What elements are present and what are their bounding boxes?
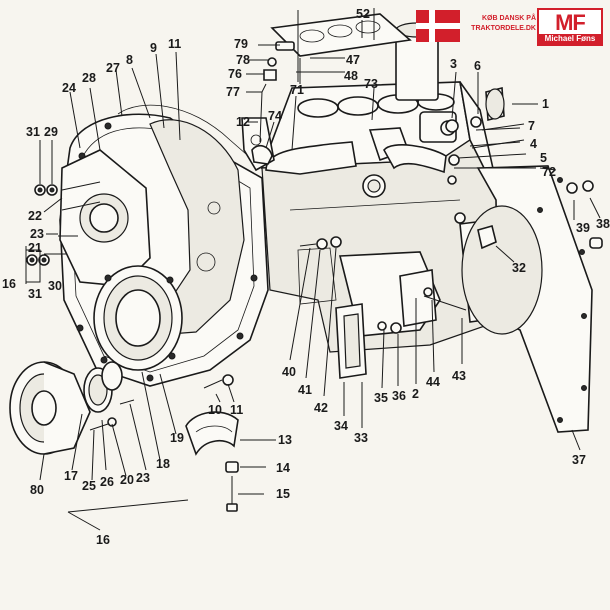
- head-studs: [297, 8, 375, 84]
- callout-1: 1: [542, 97, 549, 111]
- callout-23-bottom: 23: [136, 471, 150, 485]
- callout-17: 17: [64, 469, 78, 483]
- callout-20: 20: [120, 473, 134, 487]
- callout-9: 9: [150, 41, 157, 55]
- callout-37: 37: [572, 453, 586, 467]
- callout-26: 26: [100, 475, 114, 489]
- danish-flag-icon: [416, 10, 460, 42]
- timing-cover: [149, 119, 245, 335]
- callout-28: 28: [82, 71, 96, 85]
- callout-21: 21: [28, 241, 42, 255]
- callout-7: 7: [528, 119, 535, 133]
- callout-3: 3: [450, 57, 457, 71]
- callout-10: 10: [208, 403, 222, 417]
- callout-78: 78: [236, 53, 250, 67]
- callout-30: 30: [48, 279, 62, 293]
- timing-cover-plate: [59, 149, 151, 287]
- seal-sleeve: [101, 361, 123, 391]
- callout-74: 74: [268, 109, 282, 123]
- callout-35: 35: [374, 391, 388, 405]
- callout-13: 13: [278, 433, 292, 447]
- callout-39: 39: [576, 221, 590, 235]
- callout-11-top: 11: [168, 37, 181, 51]
- callout-77: 77: [226, 85, 240, 99]
- callout-5: 5: [540, 151, 547, 165]
- callout-15: 15: [276, 487, 290, 501]
- vent-pipe: [251, 144, 273, 165]
- callout-31-bottom: 31: [28, 287, 42, 301]
- callout-48: 48: [344, 69, 358, 83]
- callout-71: 71: [290, 83, 304, 97]
- water-outlet-pipe: [383, 144, 447, 174]
- cylinder-block: [260, 81, 503, 353]
- callout-38: 38: [596, 217, 610, 231]
- callout-73: 73: [364, 77, 378, 91]
- callout-labels: 1 2 3 4 5 6 7 8 9 10 11 11 12 13 14 15 1…: [2, 7, 610, 547]
- callout-8: 8: [126, 53, 133, 67]
- callout-22: 22: [28, 209, 42, 223]
- callout-40: 40: [282, 365, 296, 379]
- brand-name: Michael Føns: [539, 34, 601, 44]
- callout-16-bottom: 16: [96, 533, 110, 547]
- expansion-plug: [485, 86, 505, 122]
- slogan-line-1: KØB DANSK PÅ: [481, 15, 536, 22]
- callout-72: 72: [542, 165, 556, 179]
- callout-31-top: 31: [26, 125, 40, 139]
- brand-mark: MF: [555, 10, 586, 35]
- callout-33: 33: [354, 431, 368, 445]
- callout-43: 43: [452, 369, 466, 383]
- oil-filter-cover: [335, 303, 367, 379]
- slogan-line-2: TRAKTORDELE.DK: [471, 25, 536, 32]
- callout-25: 25: [82, 479, 96, 493]
- callout-11-bottom: 11: [230, 403, 243, 417]
- callout-42: 42: [314, 401, 328, 415]
- callout-36: 36: [392, 389, 406, 403]
- callout-29: 29: [44, 125, 58, 139]
- callout-12: 12: [236, 115, 250, 129]
- crankshaft-front-cover: [93, 265, 183, 371]
- front-plate-gasket: [117, 104, 263, 169]
- callout-52: 52: [356, 7, 370, 21]
- callout-47: 47: [346, 53, 360, 67]
- callout-44: 44: [426, 375, 440, 389]
- callout-6: 6: [474, 59, 481, 73]
- breather-fittings: [263, 41, 295, 81]
- callout-16-left: 16: [2, 277, 16, 291]
- callout-76: 76: [228, 67, 242, 81]
- logo-slogan: KØB DANSK PÅ TRAKTORDELE.DK: [462, 14, 536, 34]
- callout-19: 19: [170, 431, 184, 445]
- bolts-and-nuts: [26, 116, 594, 512]
- crankshaft-pulley: [9, 361, 91, 455]
- main-bearing-cap: [185, 411, 239, 456]
- callout-14: 14: [276, 461, 290, 475]
- callout-32: 32: [512, 261, 526, 275]
- callout-4: 4: [530, 137, 537, 151]
- callout-24: 24: [62, 81, 76, 95]
- callout-41: 41: [298, 383, 312, 397]
- callout-27: 27: [106, 61, 120, 75]
- callout-80: 80: [30, 483, 44, 497]
- brand-box: MF Michael Føns: [537, 8, 603, 46]
- callout-18: 18: [156, 457, 170, 471]
- brand-logo: KØB DANSK PÅ TRAKTORDELE.DK MF Michael F…: [416, 8, 606, 48]
- callout-34: 34: [334, 419, 348, 433]
- callout-23-left: 23: [30, 227, 44, 241]
- callout-2: 2: [412, 387, 419, 401]
- leader-lines: [25, 20, 601, 531]
- callout-79: 79: [234, 37, 248, 51]
